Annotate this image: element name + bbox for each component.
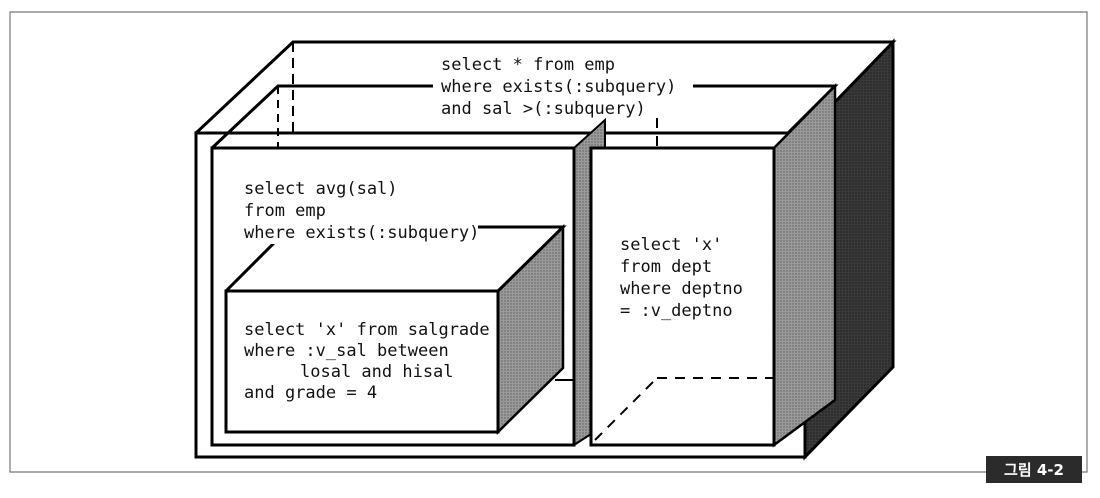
outer-query-line-1: select * from emp [441, 55, 615, 75]
outer-query-line-3: and sal >(:subquery) [441, 99, 646, 119]
left-subquery-label-bg [238, 176, 478, 244]
left-subquery-text: select avg(sal) from emp where exists(:s… [244, 179, 479, 243]
inner-subquery-line-3: losal and hisal [300, 362, 454, 382]
left-subquery-line-2: from emp [244, 201, 326, 221]
page-border [9, 11, 1088, 473]
caption-label: 그림 4-2 [1004, 461, 1064, 479]
caption-badge [986, 456, 1082, 483]
left-subquery-line-3: where exists(:subquery) [244, 223, 479, 243]
inner-box-front [224, 289, 500, 434]
inner-subquery-line-4: and grade = 4 [244, 383, 377, 403]
right-subquery-line-4: = :v_deptno [620, 301, 733, 321]
inner-subquery-line-1: select 'x' from salgrade [244, 320, 490, 340]
outer-query-text: select * from emp where exists(:subquery… [441, 55, 676, 119]
right-subquery-line-1: select 'x' [620, 235, 722, 255]
right-compartment-hidden-diag [594, 377, 658, 441]
right-subquery-line-3: where deptno [620, 279, 743, 299]
outer-query-label-bg [433, 52, 693, 118]
inner-subquery-line-2: where :v_sal between [244, 341, 449, 361]
inner-subquery-text: select 'x' from salgrade where :v_sal be… [244, 320, 490, 403]
outer-query-line-2: where exists(:subquery) [441, 77, 676, 97]
right-compartment [589, 146, 776, 447]
right-subquery-text: select 'x' from dept where deptno = :v_d… [620, 235, 743, 321]
right-subquery-line-2: from dept [620, 257, 712, 277]
figure-caption: 그림 4-2 [986, 456, 1082, 483]
left-subquery-line-1: select avg(sal) [244, 179, 398, 199]
right-inner-side [772, 82, 837, 448]
